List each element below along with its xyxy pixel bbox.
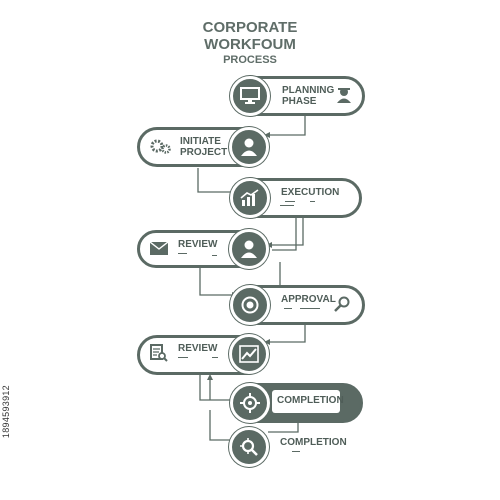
target-icon xyxy=(241,296,259,314)
connector-review-completion xyxy=(199,374,232,401)
arrowhead xyxy=(264,339,270,345)
title-line-2: WORKFOUM xyxy=(204,36,296,53)
step-icon-circle xyxy=(230,285,270,325)
placeholder-line xyxy=(284,308,292,309)
connector-completion-right xyxy=(268,423,299,433)
placeholder-line xyxy=(300,308,320,309)
gears-icon xyxy=(150,139,171,154)
completion-text-box xyxy=(272,390,340,413)
step-label: REVIEW xyxy=(178,343,218,354)
placeholder-line xyxy=(310,201,315,202)
person-icon xyxy=(241,240,257,258)
step-label: EXECUTION xyxy=(281,187,340,198)
connector-review-approval xyxy=(199,265,232,296)
title-line-3: PROCESS xyxy=(223,54,277,66)
step-icon-circle xyxy=(230,76,270,116)
arrowhead xyxy=(266,242,272,248)
step-label: PLANNING PHASE xyxy=(282,85,335,107)
placeholder-line xyxy=(178,253,187,254)
connector-completion-final xyxy=(209,410,232,441)
arrowhead xyxy=(264,132,270,138)
step-icon-circle xyxy=(229,229,269,269)
placeholder-line xyxy=(285,201,295,202)
trend-chart-icon xyxy=(239,345,259,363)
step-label: REVIEW xyxy=(178,239,218,250)
connector-execution-review xyxy=(272,218,304,246)
person-icon xyxy=(241,138,257,156)
connector-planning-initiate xyxy=(270,115,306,136)
search-icon xyxy=(334,296,350,312)
arrowhead xyxy=(207,374,213,380)
title-line-1: CORPORATE xyxy=(202,19,298,36)
step-icon-circle xyxy=(229,334,269,374)
manager-icon xyxy=(337,88,351,103)
placeholder-line xyxy=(212,357,218,358)
envelope-icon xyxy=(150,242,168,255)
connector-approval-review xyxy=(270,323,306,343)
placeholder-line xyxy=(292,451,300,452)
placeholder-line xyxy=(280,205,294,206)
step-label: APPROVAL xyxy=(281,294,336,305)
placeholder-line xyxy=(178,357,188,358)
step-label: INITIATE PROJECT xyxy=(180,136,228,158)
stock-id: 1894593912 xyxy=(1,385,11,439)
crosshair-icon xyxy=(240,393,260,413)
magnifier-icon xyxy=(240,438,258,456)
step-label: COMPLETION xyxy=(277,395,344,406)
step-icon-circle xyxy=(230,383,270,423)
step-icon-circle xyxy=(229,427,269,467)
connector-execution-review-2 xyxy=(272,218,297,251)
connector-initiate-execution xyxy=(197,168,232,193)
monitor-icon xyxy=(240,87,260,104)
step-label: COMPLETION xyxy=(280,437,347,448)
step-icon-circle xyxy=(229,127,269,167)
bar-chart-icon xyxy=(240,189,259,206)
step-icon-circle xyxy=(230,178,270,218)
placeholder-line xyxy=(212,255,217,256)
document-search-icon xyxy=(150,344,168,362)
